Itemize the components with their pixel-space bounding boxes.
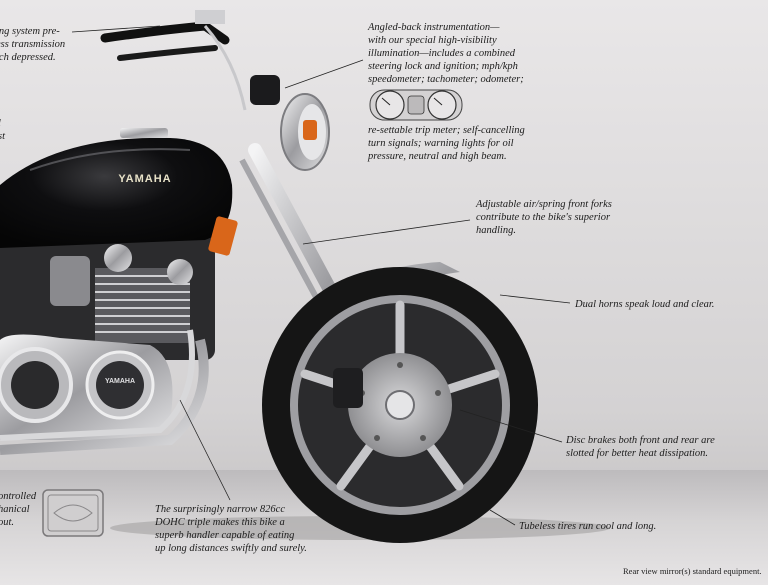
leader-lines — [71, 25, 571, 526]
caption-instrumentation-continued: re-settable trip meter; self-cancelling … — [368, 125, 525, 162]
fuel-tank: YAMAHA — [0, 128, 233, 248]
footnote-mirror: Rear view mirror(s) standard equipment. — [623, 566, 762, 576]
caption-instrumentation: Angled-back instrumentation— with our sp… — [368, 22, 524, 85]
caption-left-bottom-fragment: ontrolled hanical out. — [0, 491, 37, 528]
caption-disc-brakes: Disc brakes both front and rear are slot… — [566, 435, 715, 459]
brake-caliper — [333, 368, 363, 408]
instrument-cluster-drawing — [369, 89, 463, 121]
front-wheel — [262, 267, 538, 543]
engine: YAMAHA — [0, 230, 215, 440]
tank-brand-logo: YAMAHA — [118, 173, 171, 185]
caption-left-fragment: l st — [0, 118, 6, 142]
emblem-stamp — [42, 489, 104, 537]
caption-tubeless-tires: Tubeless tires run cool and long. — [519, 521, 657, 532]
turn-signal-reflector — [303, 120, 317, 140]
caption-engine-triple: The surprisingly narrow 826cc DOHC tripl… — [155, 504, 307, 554]
exhaust-pipes — [0, 329, 209, 455]
caption-dual-horns: Dual horns speak loud and clear. — [575, 299, 715, 310]
side-reflector — [208, 216, 238, 256]
headlight-assembly — [250, 75, 330, 171]
engine-cover-brand: YAMAHA — [105, 378, 135, 385]
handlebars — [100, 10, 247, 111]
caption-front-forks: Adjustable air/spring front forks contri… — [476, 199, 612, 236]
caption-transmission: ing system pre- ess transmission tch dep… — [0, 26, 66, 63]
